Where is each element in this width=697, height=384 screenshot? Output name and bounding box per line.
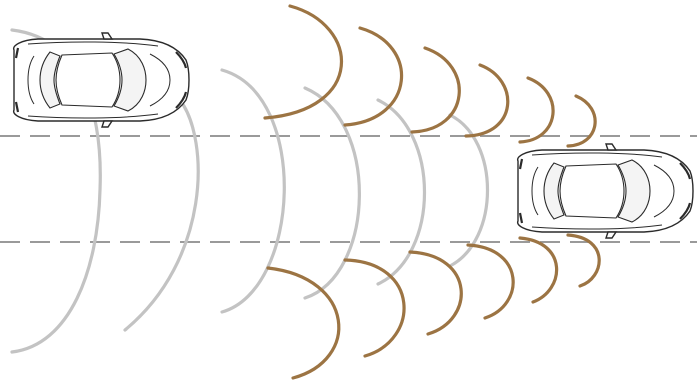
brown-wave [412, 48, 459, 132]
vehicle-emitting [14, 33, 189, 127]
gray-wave [378, 100, 425, 284]
gray-wave [450, 115, 488, 266]
brown-wave [466, 65, 508, 136]
brown-wave [468, 245, 513, 318]
gray-wave [222, 70, 284, 312]
brown-wave [568, 96, 595, 146]
gray-wave [305, 88, 359, 298]
brown-upper-waves [265, 6, 595, 146]
brown-wave [265, 6, 341, 118]
vehicle-ahead [518, 144, 693, 238]
brown-wave [520, 238, 557, 302]
brown-wave [520, 78, 553, 142]
gray-wave [125, 100, 198, 330]
brown-lower-waves [268, 235, 599, 378]
